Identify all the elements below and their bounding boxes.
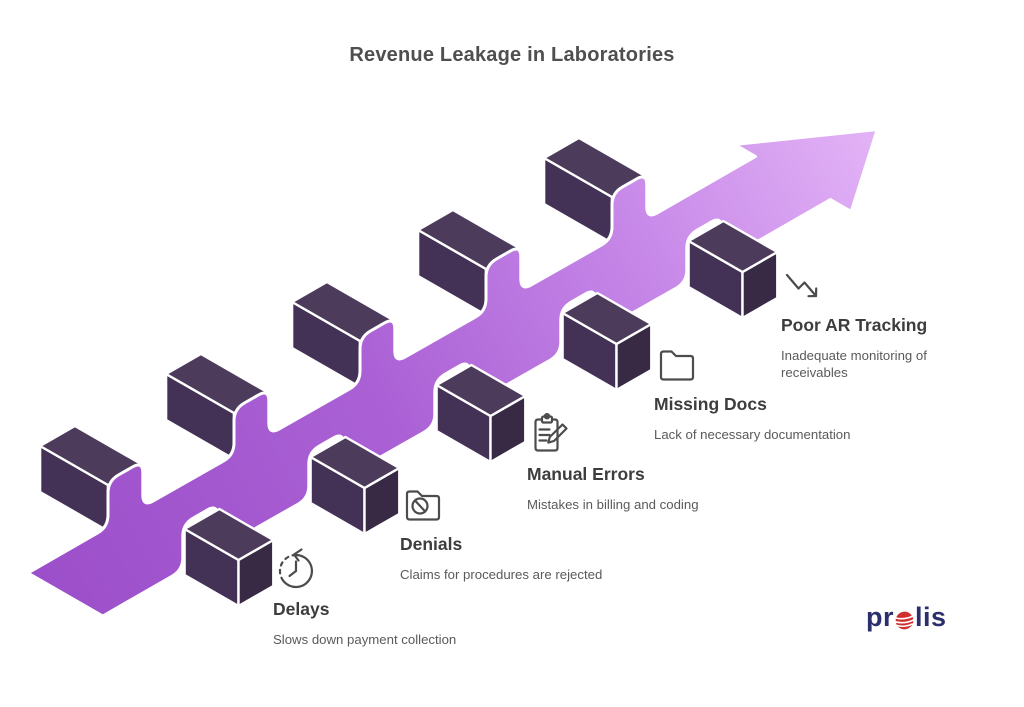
- stage-description: Claims for procedures are rejected: [400, 567, 603, 582]
- hurdle-5-back-bar-top-face: [542, 136, 648, 199]
- hurdle-3-front-bar-top-face: [435, 363, 527, 418]
- hurdle-2-front-bar-top-face: [309, 435, 401, 490]
- hurdle-5-front-bar-top-face: [687, 219, 779, 274]
- stage-manual-errors: Manual Errors Mistakes in billing and co…: [527, 411, 787, 513]
- stage-label: Poor AR Tracking: [781, 315, 928, 335]
- stage-description: Inadequate monitoring of receivables: [781, 348, 927, 381]
- prolis-logo: pr lis: [866, 602, 947, 633]
- hurdle-4-back-bar-top-face: [416, 208, 522, 271]
- hurdle-3-back-bar-top-face: [290, 280, 396, 343]
- trend-down-icon: [785, 273, 818, 298]
- hurdle-4-front-bar-top-face: [561, 291, 653, 346]
- stage-label: Manual Errors: [527, 464, 645, 484]
- stage-description: Mistakes in billing and coding: [527, 497, 699, 512]
- logo-text-prefix: pr: [866, 602, 894, 632]
- history-clock-icon: [278, 548, 314, 589]
- stage-delays: Delays Slows down payment collection: [273, 546, 533, 648]
- stage-missing-docs: Missing Docs Lack of necessary documenta…: [654, 341, 914, 443]
- globe-icon: [895, 611, 914, 629]
- hurdle-2-back-bar-top-face: [164, 352, 270, 415]
- stage-denials: Denials Claims for procedures are reject…: [400, 481, 660, 583]
- hurdle-1-back-bar-top-face: [38, 424, 144, 487]
- stage-poor-ar-tracking: Poor AR Tracking Inadequate monitoring o…: [781, 266, 956, 381]
- folder-denied-icon: [405, 490, 441, 521]
- folder-icon: [659, 350, 695, 381]
- hurdle-bars-front: [183, 219, 779, 608]
- stage-description: Lack of necessary documentation: [654, 427, 851, 442]
- stage-description: Slows down payment collection: [273, 632, 457, 647]
- logo-text-suffix: lis: [915, 602, 947, 632]
- hurdle-1-front-bar-top-face: [183, 507, 275, 562]
- page-title: Revenue Leakage in Laboratories: [349, 44, 675, 66]
- stage-label: Missing Docs: [654, 394, 767, 414]
- stage-label: Delays: [273, 599, 330, 619]
- stage-label: Denials: [400, 534, 463, 554]
- clipboard-pencil-icon: [534, 412, 568, 452]
